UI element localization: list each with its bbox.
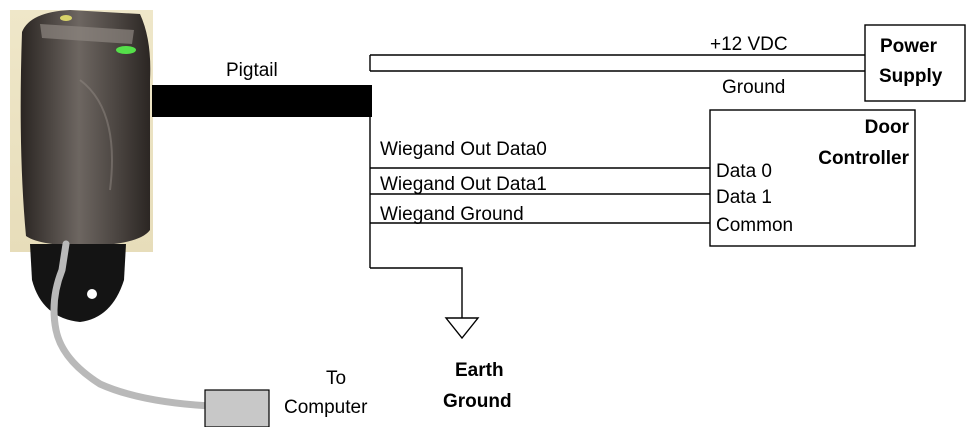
power-wire-label: +12 VDC — [710, 34, 788, 55]
door-controller-title-line1: Door — [865, 117, 910, 138]
computer-label-line2: Computer — [284, 397, 368, 418]
reader-mount — [30, 244, 126, 322]
indicator-yellow — [60, 15, 72, 21]
reader-highlight — [79, 79, 113, 191]
indicator-led-green — [116, 46, 136, 54]
door-controller-frame — [709, 109, 916, 247]
power-supply-title-line1: Power — [880, 36, 938, 57]
reader-top-panel — [40, 24, 134, 44]
door-controller-box: Door Controller Data 0 Data 1 Common — [709, 109, 916, 247]
terminal-data0: Data 0 — [716, 161, 772, 182]
ground-wire-label: Ground — [722, 77, 785, 98]
wiegand-ground-label: Wiegand Ground — [380, 204, 524, 225]
earth-ground-label-line2: Ground — [443, 391, 512, 412]
reader-housing — [20, 10, 151, 246]
power-supply-title-line2: Supply — [879, 66, 943, 87]
door-controller-title-line2: Controller — [818, 148, 909, 169]
terminal-data1: Data 1 — [716, 187, 772, 208]
pigtail-cable — [152, 85, 372, 117]
computer-cable — [50, 240, 214, 410]
earth-ground-wire — [370, 267, 463, 318]
wiegand-data1-label: Wiegand Out Data1 — [380, 174, 547, 195]
computer-label-line1: To — [326, 368, 346, 389]
mount-screw-hole — [87, 289, 97, 299]
card-reader-image — [10, 10, 153, 252]
pigtail-label: Pigtail — [226, 60, 278, 81]
power-supply-box: Power Supply — [864, 24, 966, 102]
earth-ground-label-line1: Earth — [455, 360, 504, 381]
earth-ground-symbol — [444, 317, 480, 340]
computer-connector — [204, 389, 270, 427]
wiegand-data0-label: Wiegand Out Data0 — [380, 139, 547, 160]
terminal-common: Common — [716, 215, 793, 236]
power-supply-frame — [864, 24, 966, 102]
